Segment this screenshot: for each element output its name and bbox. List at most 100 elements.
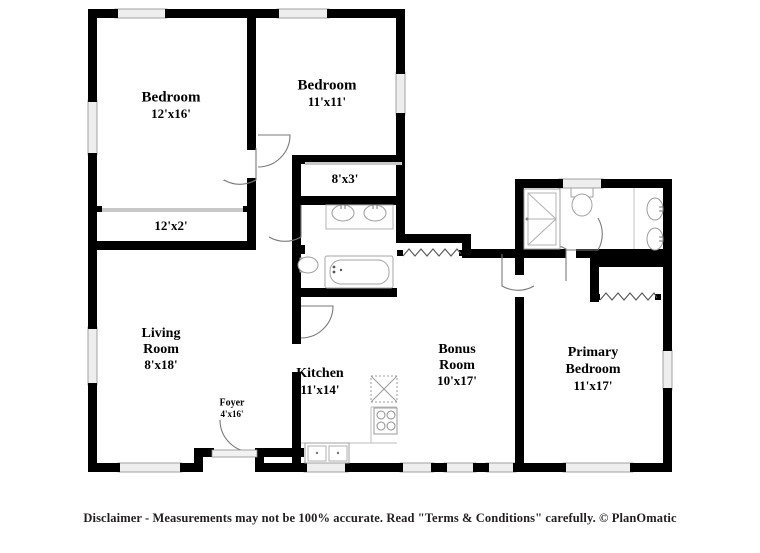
window <box>87 99 98 156</box>
shower-x <box>527 192 557 220</box>
closet-line-cap <box>97 206 102 212</box>
door-swing <box>257 134 291 168</box>
window <box>558 178 604 189</box>
windows-group <box>87 8 673 473</box>
door-swing <box>501 254 535 291</box>
window <box>399 462 435 473</box>
primary-bath-sink-top-icon <box>646 197 664 221</box>
room-label-primary-dimensions: 11'x17' <box>573 378 612 393</box>
tub-fitting <box>332 270 336 274</box>
window <box>395 71 406 116</box>
wall-primary-closet <box>590 258 663 267</box>
wall-exterior-bottom <box>255 463 307 472</box>
burner <box>376 410 386 420</box>
closet-accordion-door <box>402 248 462 257</box>
wall-partition-bedroom1-living <box>97 241 256 250</box>
wall-primary-bath <box>576 249 663 258</box>
wall-closet2 <box>292 155 402 164</box>
zigzag-cap <box>655 294 661 300</box>
kitchen-counter <box>301 407 372 444</box>
shower-drain <box>525 217 529 221</box>
wall-hall-bath <box>292 248 301 296</box>
window <box>443 462 477 473</box>
door-swing <box>223 148 257 185</box>
zigzag-cap <box>397 250 403 256</box>
refrigerator-x <box>370 375 398 403</box>
tub-drain <box>339 268 343 272</box>
door-swing <box>219 419 253 453</box>
wall-hall-kitchen <box>292 296 301 344</box>
window <box>87 326 98 386</box>
wall-exterior-top <box>92 9 118 18</box>
tub-fitting <box>332 265 336 269</box>
wall-exterior-right-upper <box>396 9 405 74</box>
room-label-bedroom-1-name: Bedroom <box>142 89 201 105</box>
sink-drain <box>315 451 319 455</box>
room-label-living-room-name-line2: Room <box>143 342 179 357</box>
closet-line <box>97 208 247 212</box>
room-label-primary-name-line2: Bedroom <box>566 362 621 377</box>
door-swing <box>268 205 302 242</box>
wall-exterior-bottom <box>88 463 120 472</box>
room-label-bonus-room-name-line1: Bonus <box>438 342 476 357</box>
wall-foyer-recess <box>255 448 264 472</box>
wall-foyer-recess <box>194 448 203 472</box>
wall-exterior-left <box>88 9 97 102</box>
room-label-closet-2-dimensions: 8'x3' <box>332 171 359 186</box>
wall-closet2 <box>292 155 301 199</box>
room-label-primary-name-line1: Primary <box>568 345 619 360</box>
door-swing <box>300 305 334 339</box>
shower-x <box>527 218 557 246</box>
entry-door-panel <box>211 449 258 458</box>
room-label-foyer-dimensions: 4'x16' <box>220 409 243 419</box>
primary-bath-sink-bot-icon <box>646 227 664 251</box>
wall-hall-kitchen <box>292 372 301 463</box>
room-label-kitchen-dimensions: 11'x14' <box>300 382 339 397</box>
wall-exterior-top-right <box>601 179 672 188</box>
room-label-bedroom-2-name: Bedroom <box>298 77 357 93</box>
wall-primary-bath <box>524 249 566 258</box>
window <box>303 462 349 473</box>
window <box>562 462 634 473</box>
window <box>117 462 183 473</box>
wall-exterior-top-right <box>515 179 563 188</box>
wall-hall-bath <box>292 245 305 254</box>
wall-exterior-bottom <box>473 463 489 472</box>
closet-line <box>305 162 402 165</box>
room-label-bonus-room-name-line2: Room <box>439 358 475 373</box>
wall-exterior-top <box>327 9 405 18</box>
wall-primary-closet <box>590 258 599 302</box>
walls-group <box>88 9 672 472</box>
wall-exterior-right <box>663 179 672 351</box>
wall-exterior-left <box>88 153 97 329</box>
wall-exterior-bottom <box>513 463 566 472</box>
primary-bath-toilet-icon <box>571 193 593 217</box>
door-swings-group <box>211 134 603 458</box>
door-swing <box>566 217 603 251</box>
closet-accordion-door <box>599 292 658 301</box>
burner <box>376 421 386 431</box>
room-label-bedroom-1-dimensions: 12'x16' <box>151 106 191 121</box>
room-label-bonus-room-dimensions: 10'x17' <box>437 373 477 388</box>
wall-interior-jog <box>462 249 515 258</box>
hall-bath-sink-right-icon <box>363 204 387 222</box>
burner <box>386 410 396 420</box>
zigzag-cap <box>459 250 465 256</box>
wall-foyer-recess <box>194 448 214 457</box>
room-label-living-room-name-line1: Living <box>142 326 181 341</box>
wall-exterior-bottom <box>345 463 403 472</box>
wall-exterior-top <box>165 9 279 18</box>
wall-exterior-left-right-block <box>515 179 524 258</box>
wall-exterior-right-upper <box>396 113 405 241</box>
wall-interior-bonus-east <box>515 297 524 472</box>
hall-bath-sink-left-icon <box>331 204 355 222</box>
wall-hall-bath <box>292 205 301 253</box>
window <box>485 462 517 473</box>
disclaimer-text: Disclaimer - Measurements may not be 100… <box>83 511 677 525</box>
wall-closet2 <box>292 196 402 205</box>
wall-exterior-bottom <box>431 463 447 472</box>
wall-interior-jog <box>462 234 471 256</box>
room-label-closet-1-dimensions: 12'x2' <box>154 218 187 233</box>
